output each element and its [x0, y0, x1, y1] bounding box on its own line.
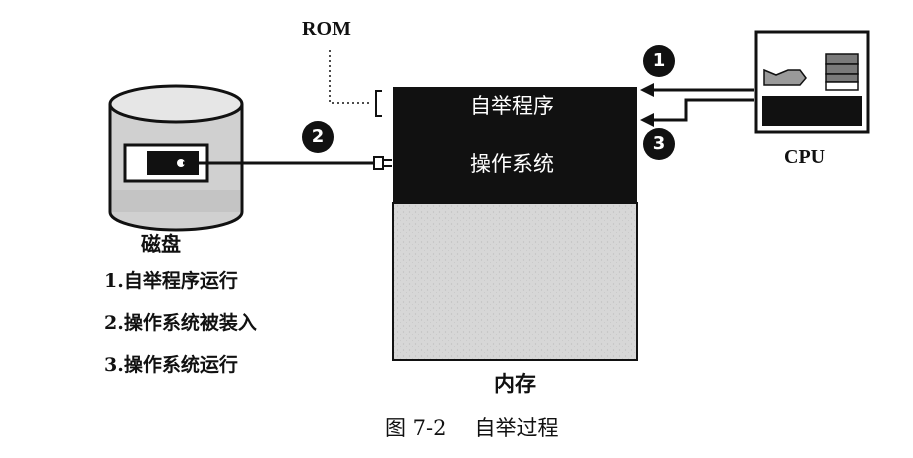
- memory-operating-system: 操作系统: [470, 152, 554, 176]
- step-item-2: 2.操作系统被装入: [104, 312, 257, 334]
- step-item-1: 1.自举程序运行: [104, 270, 238, 292]
- step-badge-1: 1: [643, 45, 675, 77]
- disk-label: 磁盘: [141, 232, 181, 256]
- connector-plug-icon: [373, 156, 392, 170]
- cpu-label: CPU: [784, 146, 826, 168]
- cpu-arrow-3: [640, 98, 754, 127]
- rom-label: ROM: [302, 18, 351, 40]
- memory-block: [392, 87, 638, 361]
- caption-number: 图 7-2: [385, 416, 447, 440]
- memory-label: 内存: [494, 371, 536, 396]
- step-badge-2: 2: [302, 121, 334, 153]
- cpu-arrow-1: [640, 83, 754, 97]
- disk-icon: [108, 84, 244, 232]
- memory-boot-program: 自举程序: [470, 94, 554, 118]
- step-badge-3: 3: [643, 128, 675, 160]
- step-item-3: 3.操作系统运行: [104, 354, 238, 376]
- caption-title: 自举过程: [474, 416, 559, 440]
- figure-caption: 图 7-2 自举过程: [385, 412, 559, 442]
- steps-list: 1.自举程序运行 2.操作系统被装入 3.操作系统运行: [104, 260, 257, 386]
- cpu-icon: [754, 30, 870, 134]
- rom-bracket: [329, 50, 382, 117]
